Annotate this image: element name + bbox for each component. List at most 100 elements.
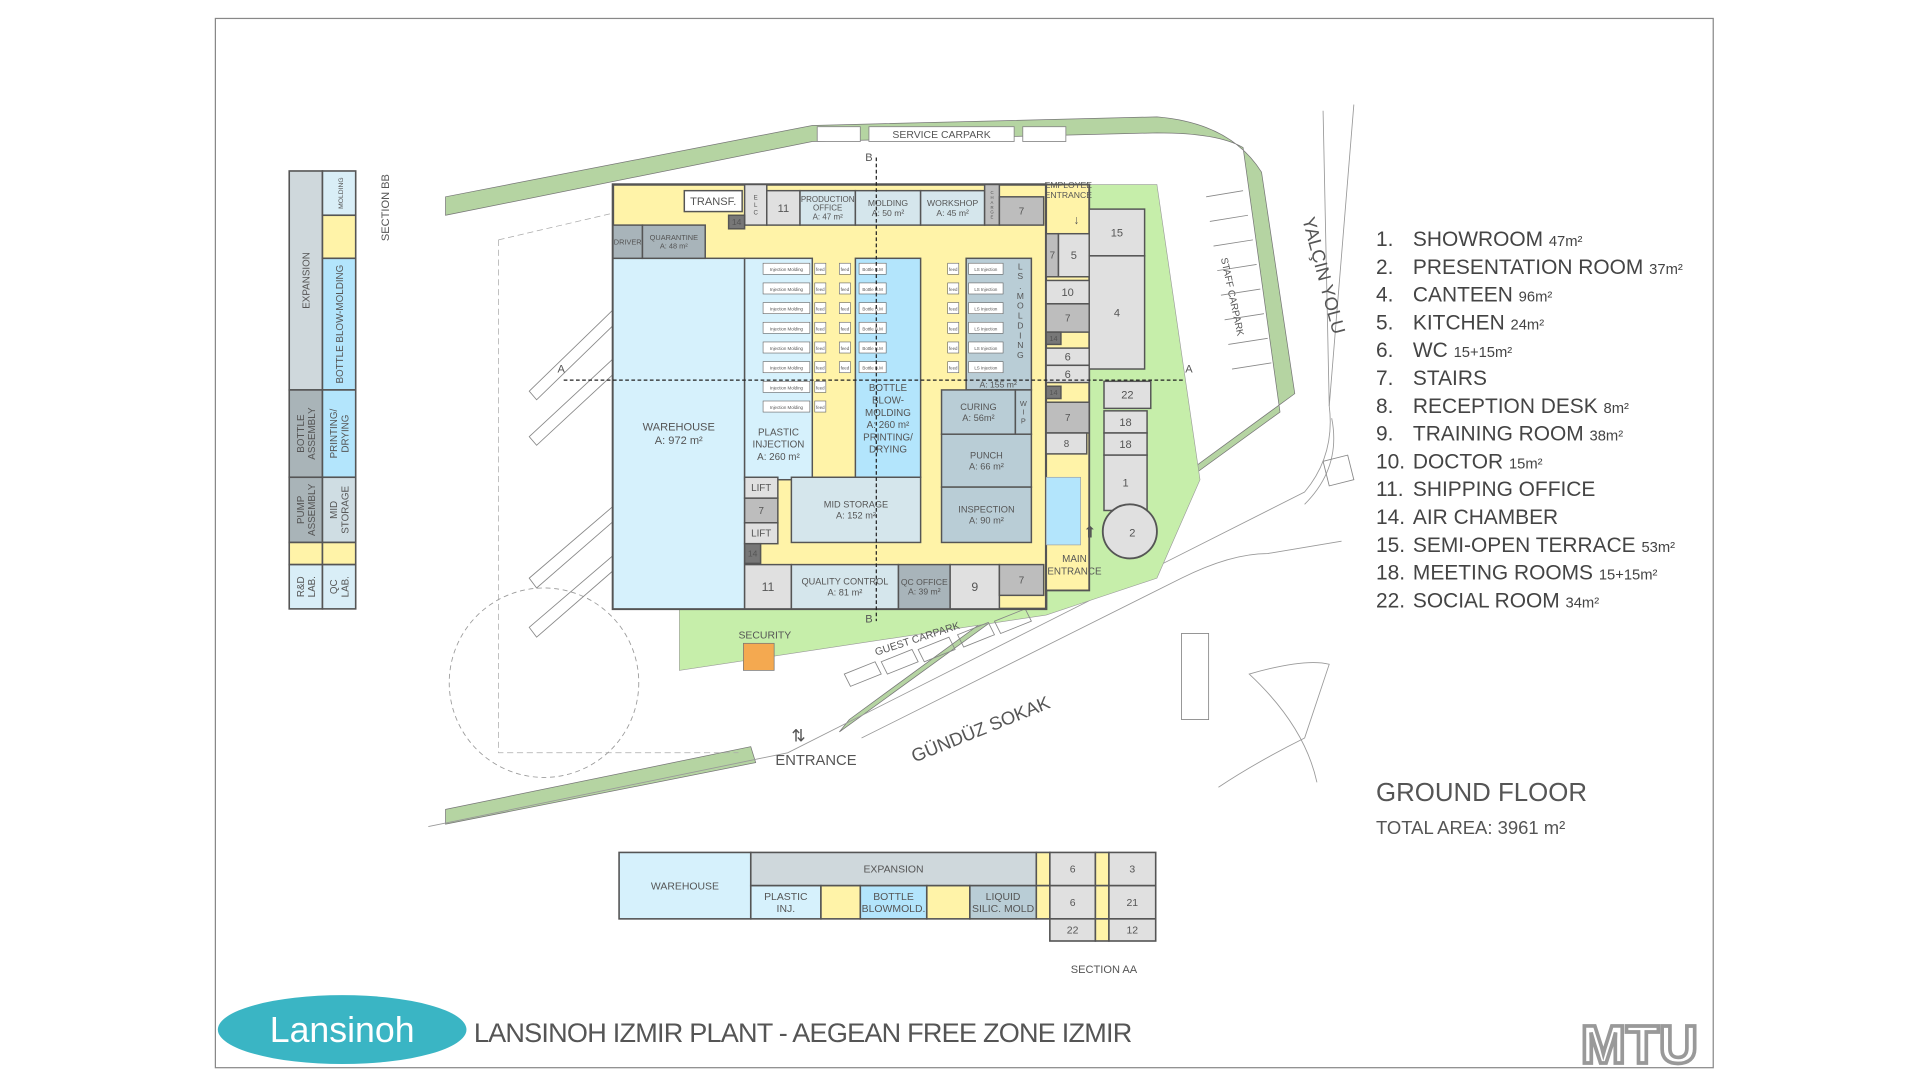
room-label: QUARANTINE (650, 233, 698, 242)
bottle-blow-molding-machine: Bottle B.M (858, 262, 887, 275)
svg-text:LS Injection: LS Injection (974, 366, 998, 371)
legend-label: WC 15+15m² (1413, 339, 1512, 362)
svg-text:Injection Molding: Injection Molding (770, 267, 804, 272)
injection-molding-machine: Injection Molding (762, 361, 811, 374)
section-aa-cell-label: PLASTIC (764, 892, 808, 903)
room-label: LIFT (751, 483, 771, 494)
legend-item: 5.KITCHEN 24m² (1376, 311, 1544, 334)
svg-text:Injection Molding: Injection Molding (770, 346, 804, 351)
room-label: 11 (778, 203, 789, 215)
room-social (1103, 380, 1152, 410)
ls-injection-machine: LS Injection (968, 282, 1004, 295)
ls-injection-machine: LS Injection (968, 341, 1004, 354)
svg-text:Injection Molding: Injection Molding (770, 405, 804, 410)
room-label: A: 81 m² (827, 588, 862, 598)
room-label: . (1019, 281, 1021, 291)
legend-number: 2. (1376, 256, 1393, 279)
floor-name: GROUND FLOOR (1376, 779, 1587, 807)
section-aa-cell (859, 884, 928, 920)
ls-injection-machine: LS Injection (968, 321, 1004, 334)
svg-text:feed: feed (816, 366, 825, 371)
room-label: 6 (1065, 369, 1071, 381)
section-bb-cell (321, 563, 357, 610)
bottle-blow-molding-machine: Bottle B.M (858, 321, 887, 334)
room-label: 10 (1062, 287, 1074, 299)
room-label: I (1022, 408, 1024, 417)
feed-unit: feed (839, 282, 851, 295)
injection-molding-machine: Injection Molding (762, 400, 811, 413)
room-label: 11 (762, 580, 775, 594)
room-label: 2 (1129, 527, 1135, 539)
feed-unit: feed (947, 361, 960, 374)
room-workshop (919, 189, 986, 226)
section-bb-cell (288, 563, 324, 610)
room-label: N (1017, 340, 1023, 350)
security-booth (743, 642, 775, 671)
svg-text:Bottle B.M: Bottle B.M (862, 346, 883, 351)
room-label: A: 260 m² (757, 452, 800, 463)
lansinoh-logo-text: Lansinoh (270, 1010, 415, 1050)
room-stair-r2 (1045, 303, 1090, 333)
room-label: A: 56m² (962, 413, 994, 423)
room-punch (940, 433, 1033, 488)
room-label: BOTTLE (869, 383, 908, 394)
legend-item: 10.DOCTOR 15m² (1376, 450, 1543, 473)
room-label: WORKSHOP (927, 198, 978, 208)
room-label: 6 (1065, 352, 1071, 364)
section-bb-cell-label: MOLDING (338, 177, 345, 209)
feed-unit: feed (947, 282, 960, 295)
feed-unit: feed (814, 282, 827, 295)
feed-unit: feed (947, 341, 960, 354)
plant-title: LANSINOH IZMIR PLANT - AEGEAN FREE ZONE … (474, 1018, 1132, 1048)
legend-item: 11.SHIPPING OFFICE (1376, 478, 1595, 501)
svg-text:feed: feed (816, 307, 825, 312)
room-label: R (990, 205, 993, 210)
room-label: CURING (960, 402, 996, 412)
room-label: G (990, 210, 994, 215)
room-label: A: 155 m² (979, 379, 1016, 389)
legend-item: 22.SOCIAL ROOM 34m² (1376, 589, 1599, 612)
svg-text:feed: feed (841, 287, 850, 292)
injection-molding-machine: Injection Molding (762, 341, 811, 354)
room-label: 14 (1049, 388, 1057, 397)
lansinoh-logo (217, 995, 467, 1065)
svg-text:LS Injection: LS Injection (974, 326, 998, 331)
svg-text:feed: feed (841, 307, 850, 312)
room-training (949, 563, 1001, 610)
svg-text:feed: feed (949, 346, 958, 351)
room-stair-bottom-labels: 7 (1019, 575, 1024, 586)
feed-unit: feed (814, 361, 827, 374)
ls-injection-machine: LS Injection (968, 302, 1004, 314)
legend-number: 9. (1376, 423, 1393, 446)
room-label: A: 66 m² (969, 461, 1004, 471)
room-stair-mid (743, 497, 779, 524)
room-label: C (990, 190, 993, 195)
room-stair-r2-labels: 7 (1065, 313, 1070, 324)
legend-number: 11. (1376, 478, 1404, 501)
room-elc-labels: ELC (753, 195, 758, 217)
svg-text:Bottle B.M: Bottle B.M (862, 326, 883, 331)
room-stair-top-labels: 7 (1019, 206, 1024, 217)
legend-label: CANTEEN 96m² (1413, 284, 1552, 307)
section-bb-cell (321, 476, 357, 544)
legend-number: 8. (1376, 395, 1393, 418)
section-bb-cell-label: LAB. (340, 576, 351, 597)
room-warehouse (612, 257, 746, 610)
section-aa-cell (820, 884, 862, 920)
room-label: PLASTIC (758, 427, 799, 438)
room-label: 7 (1019, 206, 1024, 217)
legend-item: 18.MEETING ROOMS 15+15m² (1376, 562, 1658, 585)
room-label: G (1017, 350, 1024, 360)
room-label: E (991, 215, 994, 220)
lobby (1045, 476, 1081, 546)
room-label: C (753, 209, 758, 216)
room-wip-labels: WIP (1020, 399, 1027, 425)
room-terrace-labels: 15 (1111, 227, 1123, 239)
section-aa-cell (1035, 851, 1051, 887)
svg-text:LS Injection: LS Injection (974, 287, 998, 292)
room-air-r1-labels: 14 (1049, 334, 1057, 343)
